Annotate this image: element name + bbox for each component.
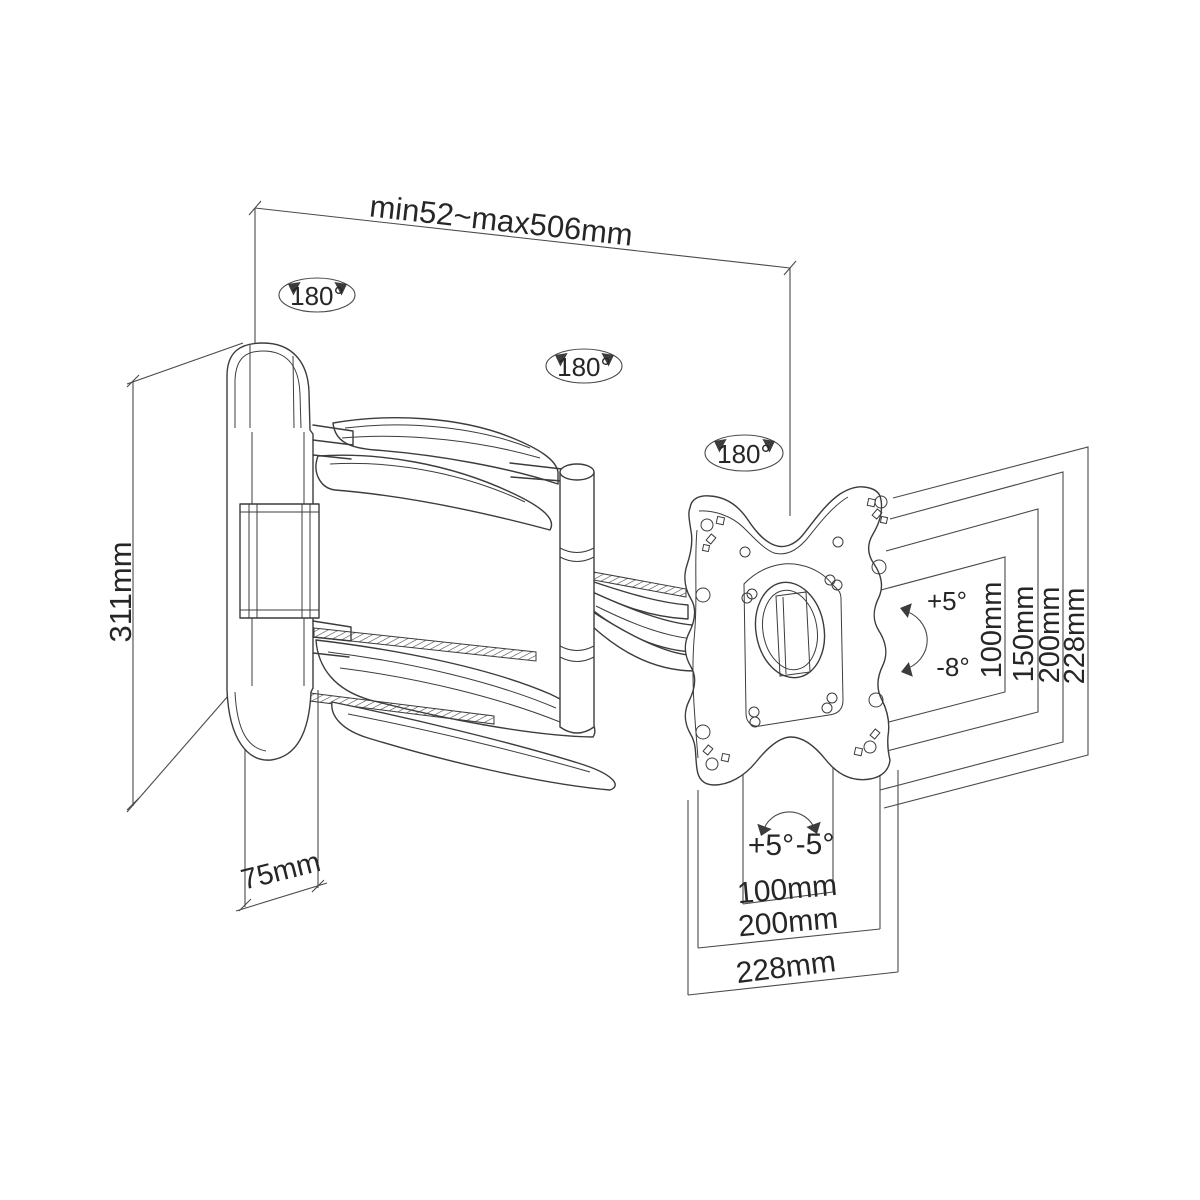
rotation-arrow-icon — [334, 282, 347, 296]
upper-bracket — [312, 424, 354, 460]
swivel-indicator-plate: 180° — [704, 434, 784, 472]
vesa-horizontal-labels: 100mm 200mm 228mm — [734, 869, 839, 990]
lower-arm — [301, 627, 616, 791]
tilt-arrow-icon — [900, 603, 912, 619]
swivel-label-1: 180° — [290, 281, 344, 311]
vesa-plate — [684, 486, 891, 786]
rotation-arrow-icon — [714, 439, 727, 453]
extension-dimension — [248, 200, 797, 516]
pivot-cylinder — [559, 463, 595, 734]
extension-range-label: min52~max506mm — [368, 188, 635, 252]
vesa-vertical-labels: 100mm 150mm 200mm 228mm — [976, 582, 1091, 685]
vesa-v-100: 100mm — [976, 582, 1008, 679]
tilt-down-label: -8° — [936, 652, 970, 682]
rotation-arrow-icon — [288, 282, 301, 296]
forearm — [587, 570, 696, 672]
swivel-indicator-arm: 180° — [545, 348, 623, 384]
rotation-arrow-icon — [601, 353, 614, 367]
tilt-indicator: +5° -8° — [900, 586, 970, 682]
vesa-vertical-boxes — [876, 446, 1089, 809]
vesa-v-200: 200mm — [1034, 587, 1066, 684]
swivel-label-2: 180° — [557, 352, 611, 382]
height-label: 311mm — [103, 541, 138, 642]
rotation-arrow-icon — [757, 823, 772, 836]
vesa-v-228: 228mm — [1059, 588, 1091, 685]
hinge-stack — [239, 503, 320, 619]
height-dimension — [126, 342, 244, 813]
vesa-v-150: 150mm — [1008, 586, 1040, 683]
rotation-arrow-icon — [806, 821, 821, 834]
plate-rotation-indicator: +5° -5° — [748, 811, 835, 862]
tilt-up-label: +5° — [927, 586, 967, 616]
lower-bracket — [312, 620, 352, 658]
swivel-indicator-wall: 180° — [278, 277, 356, 313]
plate-center-assembly — [743, 563, 844, 727]
vesa-horizontal-boxes — [687, 745, 899, 996]
swivel-label-3: 180° — [717, 439, 771, 469]
depth-label: 75mm — [238, 846, 324, 897]
upper-arm — [315, 417, 563, 531]
tilt-arrow-icon — [901, 661, 913, 677]
rotation-arrow-icon — [555, 353, 568, 367]
rotate-plus-label: +5° — [748, 829, 794, 862]
rotation-arrow-icon — [762, 439, 775, 453]
rotate-minus-label: -5° — [796, 828, 835, 861]
wall-plate — [226, 342, 354, 761]
corner-tab-holes — [700, 495, 889, 771]
mount-drawing — [226, 342, 891, 791]
vesa-h-228: 228mm — [734, 945, 837, 990]
